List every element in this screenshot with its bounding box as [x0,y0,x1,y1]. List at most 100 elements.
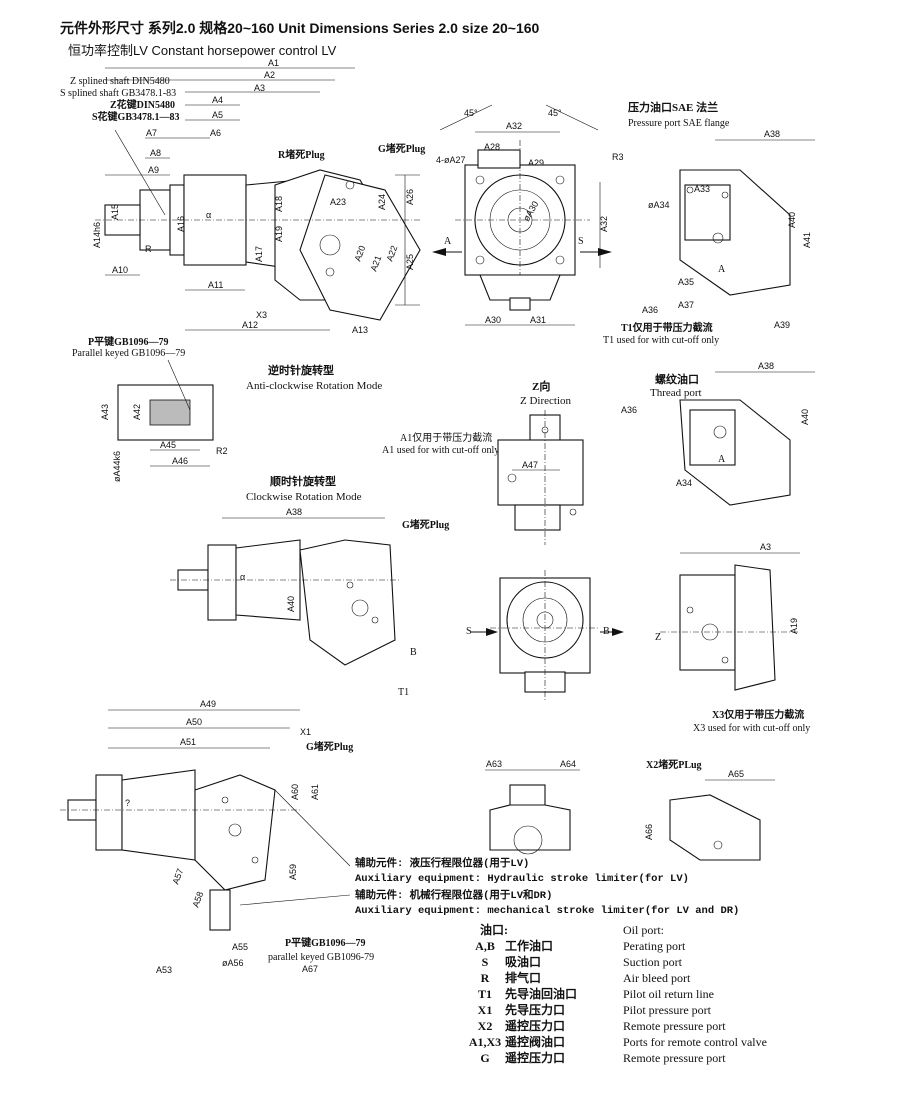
aux-view: A49 A50 A51 ? X1 G堵死Plug A60 A61 A59 A57… [60,699,374,975]
page-title: 元件外形尺寸 系列2.0 规格20~160 Unit Dimensions Se… [60,20,540,36]
dim-a19: A19 [274,226,284,242]
z-side-view: A3 A19 Z X3仅用于带压力截流 X3 used for with cut… [655,542,810,734]
dim-a32-top: A32 [506,121,522,131]
dim-a29: A29 [528,158,544,168]
dim-a12: A12 [242,320,258,330]
z-direction-view: Z向 Z Direction A1仅用于带压力截流 A1 used for wi… [382,379,584,545]
x2-plug: X2堵死PLug [646,758,702,771]
legend-code: S [482,955,489,969]
page-subtitle: 恒功率控制LV Constant horsepower control LV [68,43,337,58]
anticlockwise-cn: 逆时针旋转型 [268,363,334,377]
dim-a3: A3 [254,83,265,93]
legend-en: Air bleed port [623,971,691,985]
dim-a17: A17 [254,246,264,262]
angle-left: 45° [464,108,478,118]
cw-b-label: B [410,647,417,658]
zs-a19: A19 [789,618,799,634]
clockwise-view: 顺时针旋转型 Clockwise Rotation Mode A38 A40 G… [170,474,449,698]
dim-a55: A55 [232,942,248,952]
dim-a53: A53 [156,965,172,975]
legend-code: A,B [475,939,495,953]
zs-z-label: Z [655,632,661,643]
aux-note-2-cn: 辅助元件: 机械行程限位器(用于LV和DR) [355,888,552,902]
dim-a16: A16 [176,216,186,232]
thread-a-label: A [718,454,726,465]
dim-a13: A13 [352,325,368,335]
shaft-s-en: S splined shaft GB3478.1-83 [60,88,176,99]
legend-en: Perating port [623,939,686,953]
dim-a25: A25 [405,254,415,270]
bf-b-label: B [603,626,610,637]
cw-a38: A38 [286,507,302,517]
dim-a28: A28 [484,142,500,152]
zs-a3: A3 [760,542,771,552]
dim-a23: A23 [330,197,346,207]
bottom-front-view: S B [466,570,624,700]
dim-a58: A58 [190,890,205,908]
thread-a38: A38 [758,361,774,371]
cw-a40: A40 [286,596,296,612]
aux-note-2-en: Auxiliary equipment: mechanical stroke l… [355,905,739,917]
front-a-label: A [444,236,452,247]
dim-a18: A18 [274,196,284,212]
aux-note-1-cn: 辅助元件: 液压行程限位器(用于LV) [355,856,529,870]
aux-notes: 辅助元件: 液压行程限位器(用于LV) Auxiliary equipment:… [239,789,739,917]
dim-a5: A5 [212,110,223,120]
legend-en: Remote pressure port [623,1051,726,1065]
shaft-z-cn: Z花键DIN5480 [110,98,175,111]
sae-a35: A35 [678,277,694,287]
dim-a66: A66 [644,824,654,840]
dim-a32-side: A32 [599,216,609,232]
sae-a36: A36 [642,305,658,315]
clockwise-cn: 顺时针旋转型 [270,474,336,488]
dim-a65: A65 [728,769,744,779]
legend-cn: 先导油回油口 [505,986,577,1001]
keyed-shaft-view: P平键GB1096—79 Parallel keyed GB1096—79 A4… [72,335,228,482]
clockwise-en: Clockwise Rotation Mode [246,491,362,503]
angle-right: 45° [548,108,562,118]
thread-a40: A40 [800,409,810,425]
dim-a49: A49 [200,699,216,709]
t1-note-en: T1 used for with cut-off only [603,335,719,346]
front-view: 45° 45° A32 4-øA27 A28 A29 R3 øA30 A32 A… [432,104,624,326]
dim-a67: A67 [302,964,318,974]
legend-cn: 遥控阀油口 [505,1034,565,1049]
aux-g-plug: G堵死Plug [306,740,353,753]
g-plug-label: G堵死Plug [378,142,425,155]
sae-a40: A40 [787,212,797,228]
legend-en: Remote pressure port [623,1019,726,1033]
dim-4-a27: 4-øA27 [436,155,466,165]
keyed-cn: P平键GB1096—79 [88,335,169,348]
dim-a56: øA56 [222,958,244,968]
legend-cn: 先导压力口 [505,1002,565,1017]
legend-cn: 排气口 [505,970,541,985]
a47-label: A47 [522,460,538,470]
sae-a34: øA34 [648,200,670,210]
cw-g-plug: G堵死Plug [402,518,449,531]
anticlockwise-en: Anti-clockwise Rotation Mode [246,380,382,392]
x2-view: X2堵死PLug A65 A66 [644,758,775,861]
cw-alpha: α [240,572,245,582]
dim-a11: A11 [208,280,223,290]
legend-cn: 遥控压力口 [505,1018,565,1033]
legend-en: Pilot oil return line [623,987,714,1001]
aux-key-en: parallel keyed GB1096-79 [268,952,374,963]
x3-label: X3 [256,310,267,320]
dim-a15: A15 [110,204,120,220]
thread-a34: A34 [676,478,692,488]
aux-note-1-en: Auxiliary equipment: Hydraulic stroke li… [355,873,689,885]
dim-a1: A1 [268,58,279,68]
thread-cn: 螺纹油口 [655,372,699,386]
thread-port-view: 螺纹油口 Thread port A38 A36 A40 A34 A [621,361,815,506]
dim-a43: A43 [100,404,110,420]
dim-a42: A42 [132,404,142,420]
dim-a10: A10 [112,265,128,275]
aux-x1: X1 [300,727,311,737]
legend-code: T1 [478,987,492,1001]
dim-a30: A30 [485,315,501,325]
a1-note-en: A1 used for with cut-off only [382,445,499,456]
thread-a36: A36 [621,405,637,415]
legend-code: G [480,1051,489,1065]
